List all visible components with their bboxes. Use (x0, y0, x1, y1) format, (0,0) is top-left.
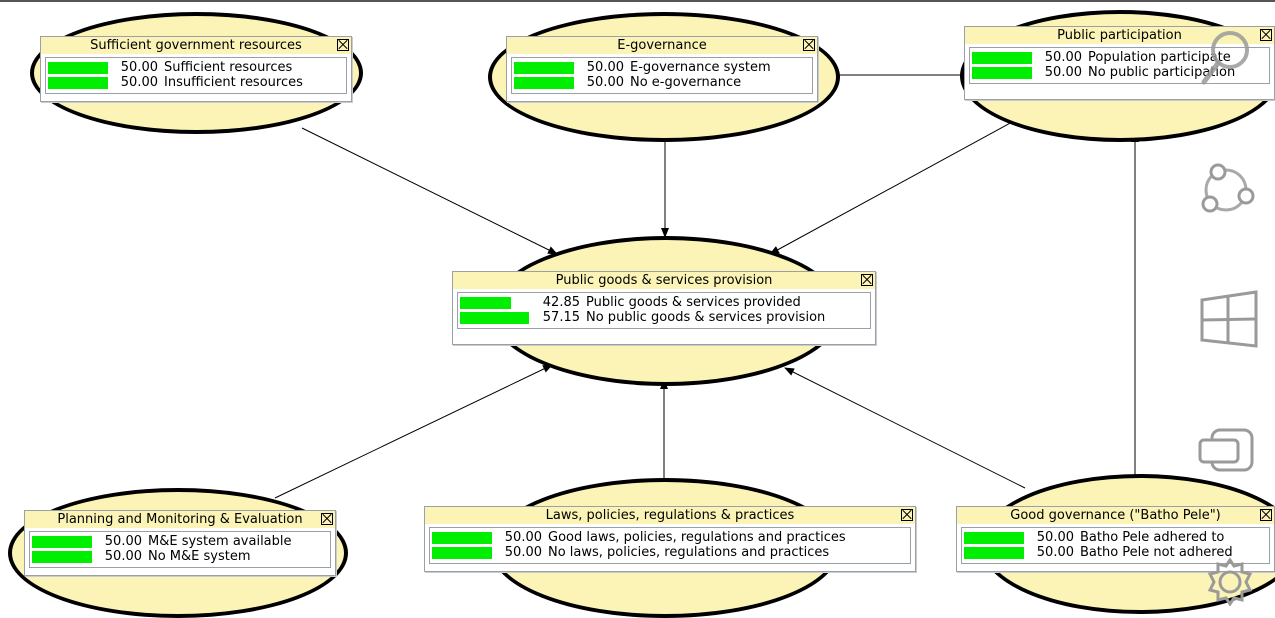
node-title: Planning and Monitoring & Evaluation (25, 511, 335, 528)
probability-bar (972, 66, 1032, 79)
close-icon[interactable] (1260, 509, 1272, 521)
probability-bar (432, 531, 492, 544)
edge-resources-to-goods (301, 127, 558, 255)
close-icon[interactable] (337, 39, 349, 51)
probability-bar (48, 76, 108, 89)
node-title: Public participation (965, 27, 1274, 44)
probability-bar (32, 550, 92, 563)
probability-bar (460, 296, 511, 309)
probability-bar (460, 311, 529, 324)
probability-bar (964, 546, 1024, 559)
node-title: Good governance ("Batho Pele") (957, 507, 1274, 524)
close-icon[interactable] (321, 513, 333, 525)
close-icon[interactable] (901, 509, 913, 521)
probability-bar (432, 546, 492, 559)
settings-icon[interactable] (1204, 556, 1256, 606)
probability-bar (514, 61, 574, 74)
window-top-border (0, 0, 1275, 12)
edge-governance-to-goods (784, 367, 1026, 489)
probability-bar (514, 76, 574, 89)
search-icon[interactable] (1198, 26, 1254, 92)
node-monitor-laws[interactable]: Laws, policies, regulations & practices … (424, 506, 916, 572)
node-title: Public goods & services provision (453, 272, 875, 289)
charm-bar (1190, 0, 1260, 606)
devices-icon[interactable] (1198, 426, 1260, 478)
probability-bar (972, 51, 1032, 64)
share-icon[interactable] (1196, 160, 1256, 220)
node-monitor-planning[interactable]: Planning and Monitoring & Evaluation 50.… (24, 510, 336, 576)
probability-bar (48, 61, 108, 74)
edge-participation-to-goods (769, 114, 1026, 255)
edge-planning-to-goods (274, 364, 553, 499)
windows-start-icon[interactable] (1198, 290, 1260, 350)
close-icon[interactable] (803, 39, 815, 51)
probability-bar (32, 535, 92, 548)
close-icon[interactable] (1260, 29, 1272, 41)
node-title: E-governance (507, 37, 817, 54)
close-icon[interactable] (861, 274, 873, 286)
probability-bar (964, 531, 1024, 544)
node-title: Laws, policies, regulations & practices (425, 507, 915, 524)
node-title: Sufficient government resources (41, 37, 351, 54)
